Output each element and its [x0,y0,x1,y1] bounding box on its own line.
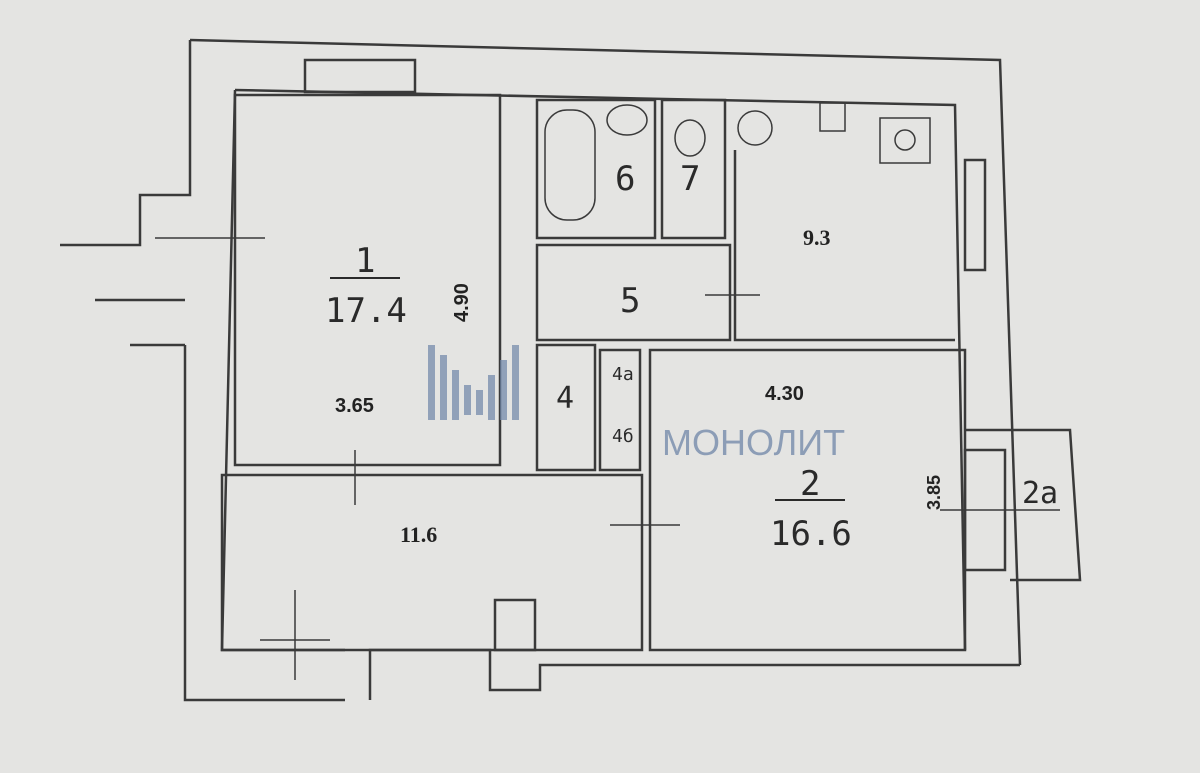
watermark-text: МОНОЛИТ [662,422,845,463]
interior-walls [155,58,1082,680]
stove-icon [879,117,931,164]
room-6-number: 6 [615,159,635,199]
room-4b-number: 4б [612,426,634,447]
sink-icon [606,104,648,136]
outer-walls [60,38,1022,702]
room-1-number: 1 [355,241,375,281]
watermark-logo-icon [428,345,519,420]
room-2-width: 3.85 [924,475,944,510]
kitchen-area: 9.3 [803,225,831,250]
boiler-icon [737,110,773,146]
room-5-number: 5 [620,281,640,321]
sink-kitchen-icon [819,102,846,132]
room-4-number: 4 [556,381,574,416]
room-2-area: 16.6 [770,514,852,554]
room-1-length: 4.90 [451,283,473,322]
room-2-number: 2 [800,464,820,504]
room-1-area: 17.4 [325,291,407,331]
room-7-number: 7 [680,159,700,199]
room-2-length: 4.30 [765,383,804,405]
room-labels: 1 17.4 4.90 3.65 6 7 9.3 5 4 4а 4б 4.30 … [325,159,1058,554]
room-bottom-area: 11.6 [400,522,437,547]
toilet-icon [674,119,706,157]
room-1-width: 3.65 [335,395,374,417]
watermark: МОНОЛИТ [428,345,845,463]
room-4a-number: 4а [612,364,634,385]
bathtub-icon [544,109,596,221]
room-2a-number: 2а [1022,476,1058,511]
